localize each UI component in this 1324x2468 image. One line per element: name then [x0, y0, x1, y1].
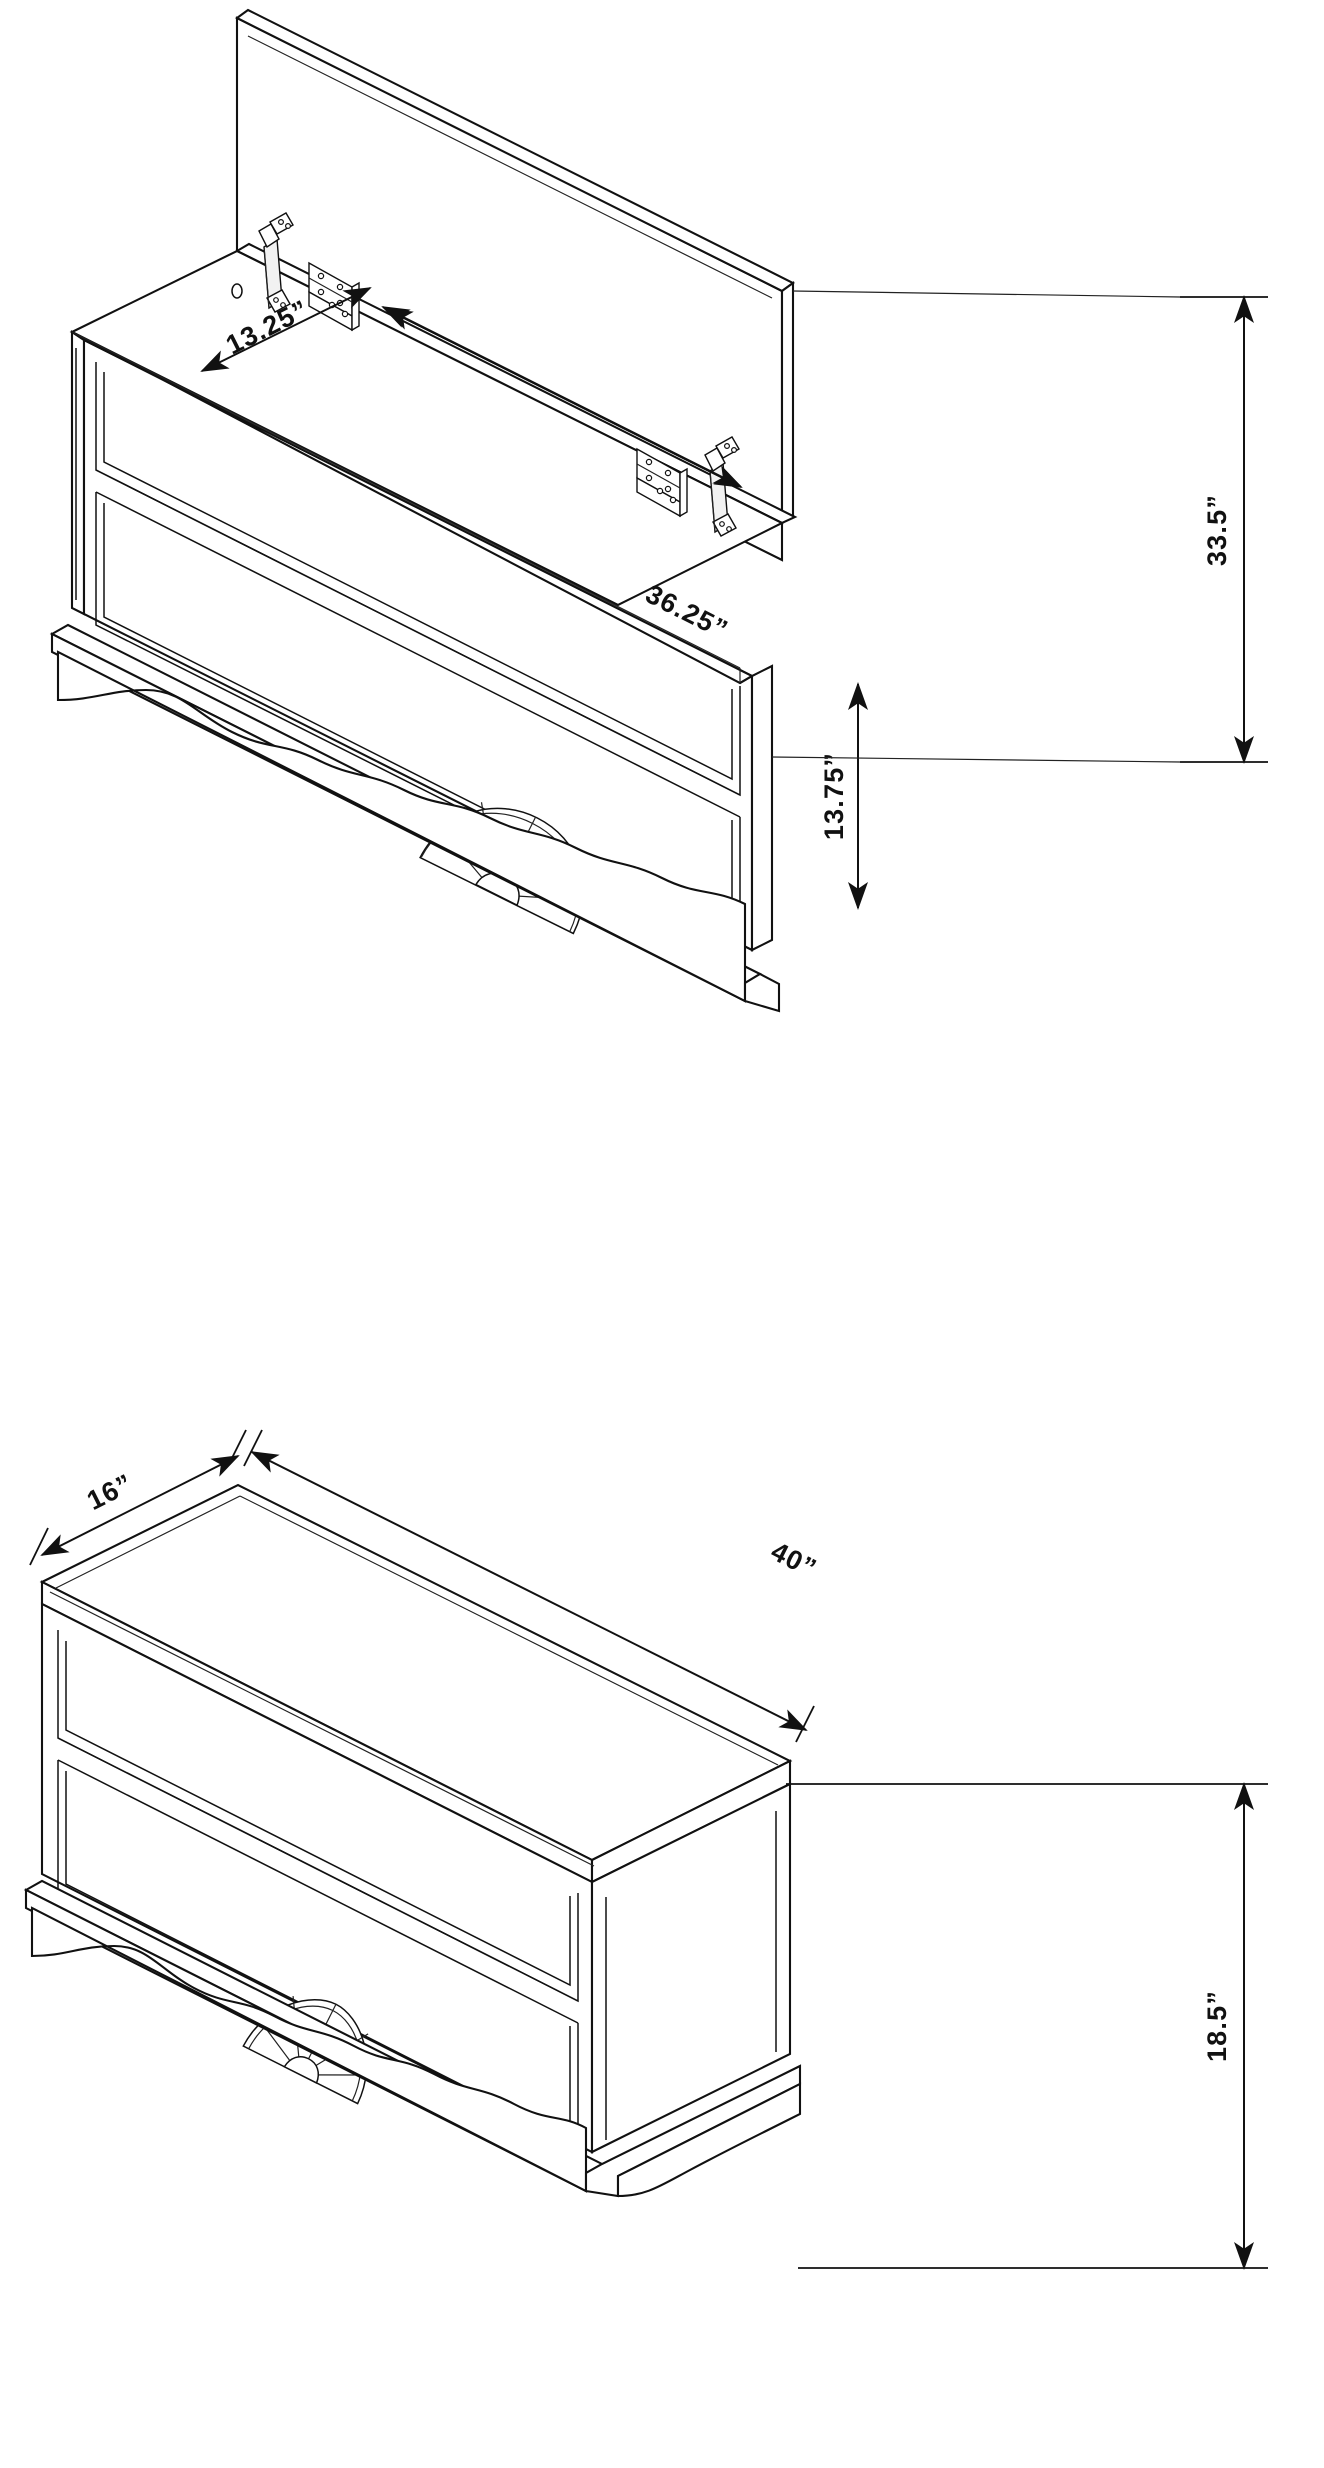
- front-panel-framing-open: [95, 362, 741, 951]
- chest-body-closed: [40, 1602, 792, 2154]
- view-closed-lid: 16” 40” 18.5”: [23, 1429, 1268, 2270]
- dimension-height-interior-label: 13.75”: [819, 752, 849, 840]
- dimension-height-interior: 13.75”: [819, 682, 868, 910]
- dimension-depth-overall-label: 16”: [82, 1468, 138, 1516]
- dimension-height-open: 33.5”: [1180, 295, 1268, 764]
- side-panel-framing-closed: [605, 1811, 777, 2140]
- dimension-height-open-label: 33.5”: [1202, 494, 1232, 566]
- base-skirt-closed: [23, 1879, 802, 2198]
- view-open-lid: 13.25” 36.25” 13.75” 33.5”: [49, 8, 1268, 1013]
- base-skirt-open: [49, 623, 781, 1013]
- dimension-width-interior-leader: [384, 308, 743, 488]
- dimension-height-overall-label: 18.5”: [1202, 1990, 1232, 2062]
- dimension-height-overall: 18.5”: [786, 1782, 1268, 2270]
- dimension-width-overall-label: 40”: [766, 1536, 822, 1584]
